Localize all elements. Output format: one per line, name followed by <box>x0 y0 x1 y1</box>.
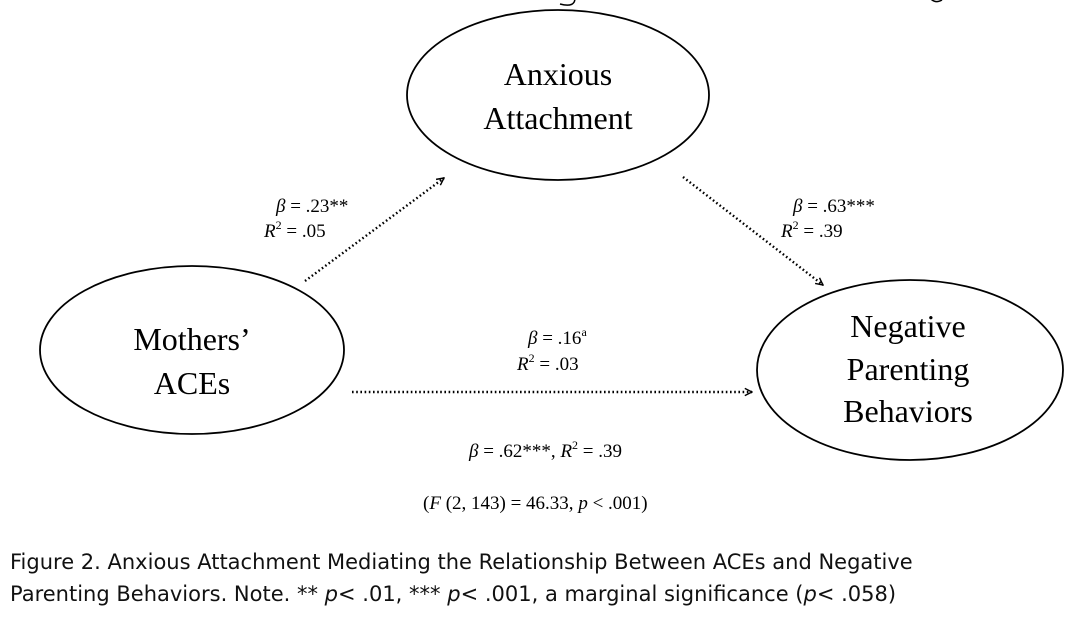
caption-note-label: Parenting Behaviors. Note. <box>10 582 297 606</box>
node-negative-parenting: Negative Parenting Behaviors <box>756 279 1064 461</box>
node-anxious-attachment: Anxious Attachment <box>406 9 710 181</box>
node-label-anxious: Anxious <box>504 56 612 92</box>
path-a-beta-value: = .23** <box>285 196 348 217</box>
total-effect-beta-value: = .62***, <box>478 441 560 462</box>
path-a-beta: β = .23** <box>275 196 348 217</box>
superscript-2: 2 <box>793 218 799 232</box>
ellipse-negative-parenting <box>756 279 1064 461</box>
path-c-prime-r2-value: = .03 <box>535 354 579 375</box>
path-c-prime-r2: R2 = .03 <box>516 351 579 375</box>
superscript-2: 2 <box>572 438 578 452</box>
arrow-path-a <box>304 177 444 282</box>
mediation-diagram: Anxious Attachment Mothers’ ACEs Negativ… <box>39 0 1064 514</box>
node-label-aces: ACEs <box>154 365 230 401</box>
path-b-r2-value: = .39 <box>799 221 843 242</box>
arrow-path-b <box>682 176 823 285</box>
ellipse-mothers-aces <box>39 265 345 435</box>
path-a-r2: R2 = .05 <box>263 218 326 242</box>
model-f-test: (F (2, 143) = 46.33, p < .001) <box>423 493 648 514</box>
figure-caption: Figure 2. Anxious Attachment Mediating t… <box>10 546 1065 610</box>
ellipse-anxious-attachment <box>406 9 710 181</box>
path-c-prime-beta-value: = .16 <box>537 328 581 349</box>
caption-line-1: Figure 2. Anxious Attachment Mediating t… <box>10 550 913 574</box>
node-mothers-aces: Mothers’ ACEs <box>39 265 345 435</box>
beta-symbol: β <box>527 328 538 349</box>
p-symbol: p <box>576 493 588 514</box>
total-effect-r2-value: = .39 <box>578 441 622 462</box>
superscript-a: a <box>581 325 587 339</box>
node-label-negative: Negative <box>850 308 966 344</box>
r-symbol: R <box>516 354 529 375</box>
beta-symbol: β <box>468 441 479 462</box>
p-test-value: < .001) <box>588 493 648 514</box>
note-p-symbol-3: p <box>803 582 817 606</box>
note-p-value-2: < .001, <box>460 582 539 606</box>
f-symbol: F <box>428 493 441 514</box>
superscript-2: 2 <box>529 351 535 365</box>
node-label-mothers: Mothers’ <box>133 321 250 357</box>
note-p-symbol-2: p <box>447 582 461 606</box>
cropped-shape-top <box>559 0 576 6</box>
note-marginal-text: a marginal significance ( <box>538 582 804 606</box>
total-effect-stat: β = .62***, R2 = .39 <box>468 438 622 462</box>
beta-symbol: β <box>275 196 286 217</box>
note-p-symbol-1: p <box>324 582 339 606</box>
cropped-shape-top-right <box>930 0 943 3</box>
node-label-parenting: Parenting <box>847 351 970 387</box>
path-b-beta-value: = .63*** <box>802 196 874 217</box>
path-b-beta: β = .63*** <box>792 196 875 217</box>
beta-symbol: β <box>792 196 803 217</box>
path-c-prime-beta: β = .16a <box>527 325 587 349</box>
note-p-value-3: < .058) <box>816 582 897 606</box>
r-symbol: R <box>780 221 793 242</box>
caption-line-2: Parenting Behaviors. Note. ** p< .01, **… <box>10 578 1065 610</box>
note-p-value-1: < .01, <box>338 582 403 606</box>
r-symbol: R <box>263 221 276 242</box>
r-symbol: R <box>559 441 572 462</box>
superscript-2: 2 <box>276 218 282 232</box>
path-b-r2: R2 = .39 <box>780 218 843 242</box>
note-triple-star: *** <box>409 582 441 606</box>
node-label-behaviors: Behaviors <box>843 393 973 429</box>
f-test-open-paren: ( <box>423 493 429 514</box>
node-label-attachment: Attachment <box>483 100 632 136</box>
path-a-r2-value: = .05 <box>282 221 326 242</box>
f-test-value: (2, 143) = 46.33, <box>441 493 578 514</box>
note-double-star: ** <box>296 582 318 606</box>
